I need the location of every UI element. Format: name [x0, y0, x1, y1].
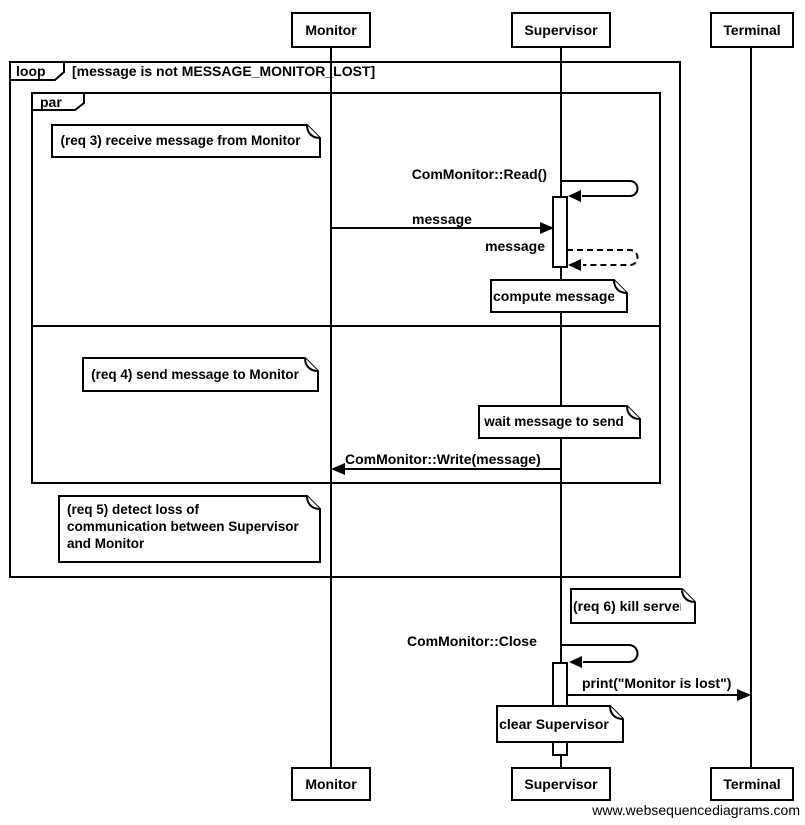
loop-operator-label: loop [16, 63, 46, 79]
note-req3-shape [51, 124, 321, 158]
actor-box-monitor-top [291, 12, 371, 48]
message-label-write: ComMonitor::Write(message) [345, 451, 541, 467]
actor-label-supervisor-top: Supervisor [524, 22, 598, 38]
arrow-message-call-arrowhead [540, 222, 554, 234]
note-clear-text: clear Supervisor [499, 716, 609, 732]
actor-box-terminal-bottom [710, 767, 794, 801]
note-req6-text: (req 6) kill server [573, 598, 681, 614]
arrow-print-arrowhead [737, 689, 751, 701]
message-label-read: ComMonitor::Read() [411, 166, 547, 182]
loop-guard-condition: [message is not MESSAGE_MONITOR_LOST] [72, 63, 376, 79]
par-frame-tab [31, 92, 85, 111]
actor-box-monitor-bottom [291, 767, 371, 801]
note-compute-shape [490, 279, 628, 313]
activation-bar-read [552, 196, 568, 268]
note-req5-shape [58, 495, 321, 563]
note-compute-text: compute message [493, 288, 614, 304]
note-wait-text: wait message to send [484, 414, 624, 429]
note-clear-shape [496, 705, 624, 743]
selfcall-close-line [561, 644, 639, 663]
selfcall-read-arrowhead [568, 190, 581, 202]
selfreturn-message-arrowhead [568, 259, 581, 271]
actor-label-terminal-top: Terminal [723, 22, 781, 38]
par-operator-label: par [40, 94, 62, 110]
note-req6-shape [570, 588, 696, 624]
actor-box-supervisor-bottom [511, 767, 611, 801]
actor-box-terminal-top [710, 12, 794, 48]
message-label-message-return: message [485, 238, 545, 254]
loop-frame-tab [9, 61, 65, 81]
actor-label-supervisor-bottom: Supervisor [524, 776, 598, 792]
actor-box-supervisor-top [511, 12, 611, 48]
loop-frame [9, 61, 681, 578]
actor-label-monitor-top: Monitor [305, 22, 357, 38]
arrow-write-arrowhead [331, 463, 345, 475]
note-req5-text: (req 5) detect loss of communication bet… [67, 502, 299, 551]
selfcall-read-line [561, 180, 639, 197]
selfreturn-message-line [567, 249, 639, 266]
par-frame [31, 92, 661, 484]
selfcall-close-arrowhead [569, 656, 582, 668]
actor-label-monitor-bottom: Monitor [305, 776, 357, 792]
watermark-text: www.websequencediagrams.com [592, 802, 800, 818]
note-req4-shape [82, 357, 319, 392]
actor-label-terminal-bottom: Terminal [723, 776, 781, 792]
message-label-message-call: message [412, 211, 472, 227]
note-req4-text: (req 4) send message to Monitor [91, 367, 299, 382]
note-req3-text: (req 3) receive message from Monitor [60, 133, 301, 148]
message-label-print: print("Monitor is lost") [582, 675, 732, 691]
note-wait-shape [478, 405, 641, 439]
message-label-close: ComMonitor::Close [407, 633, 537, 649]
